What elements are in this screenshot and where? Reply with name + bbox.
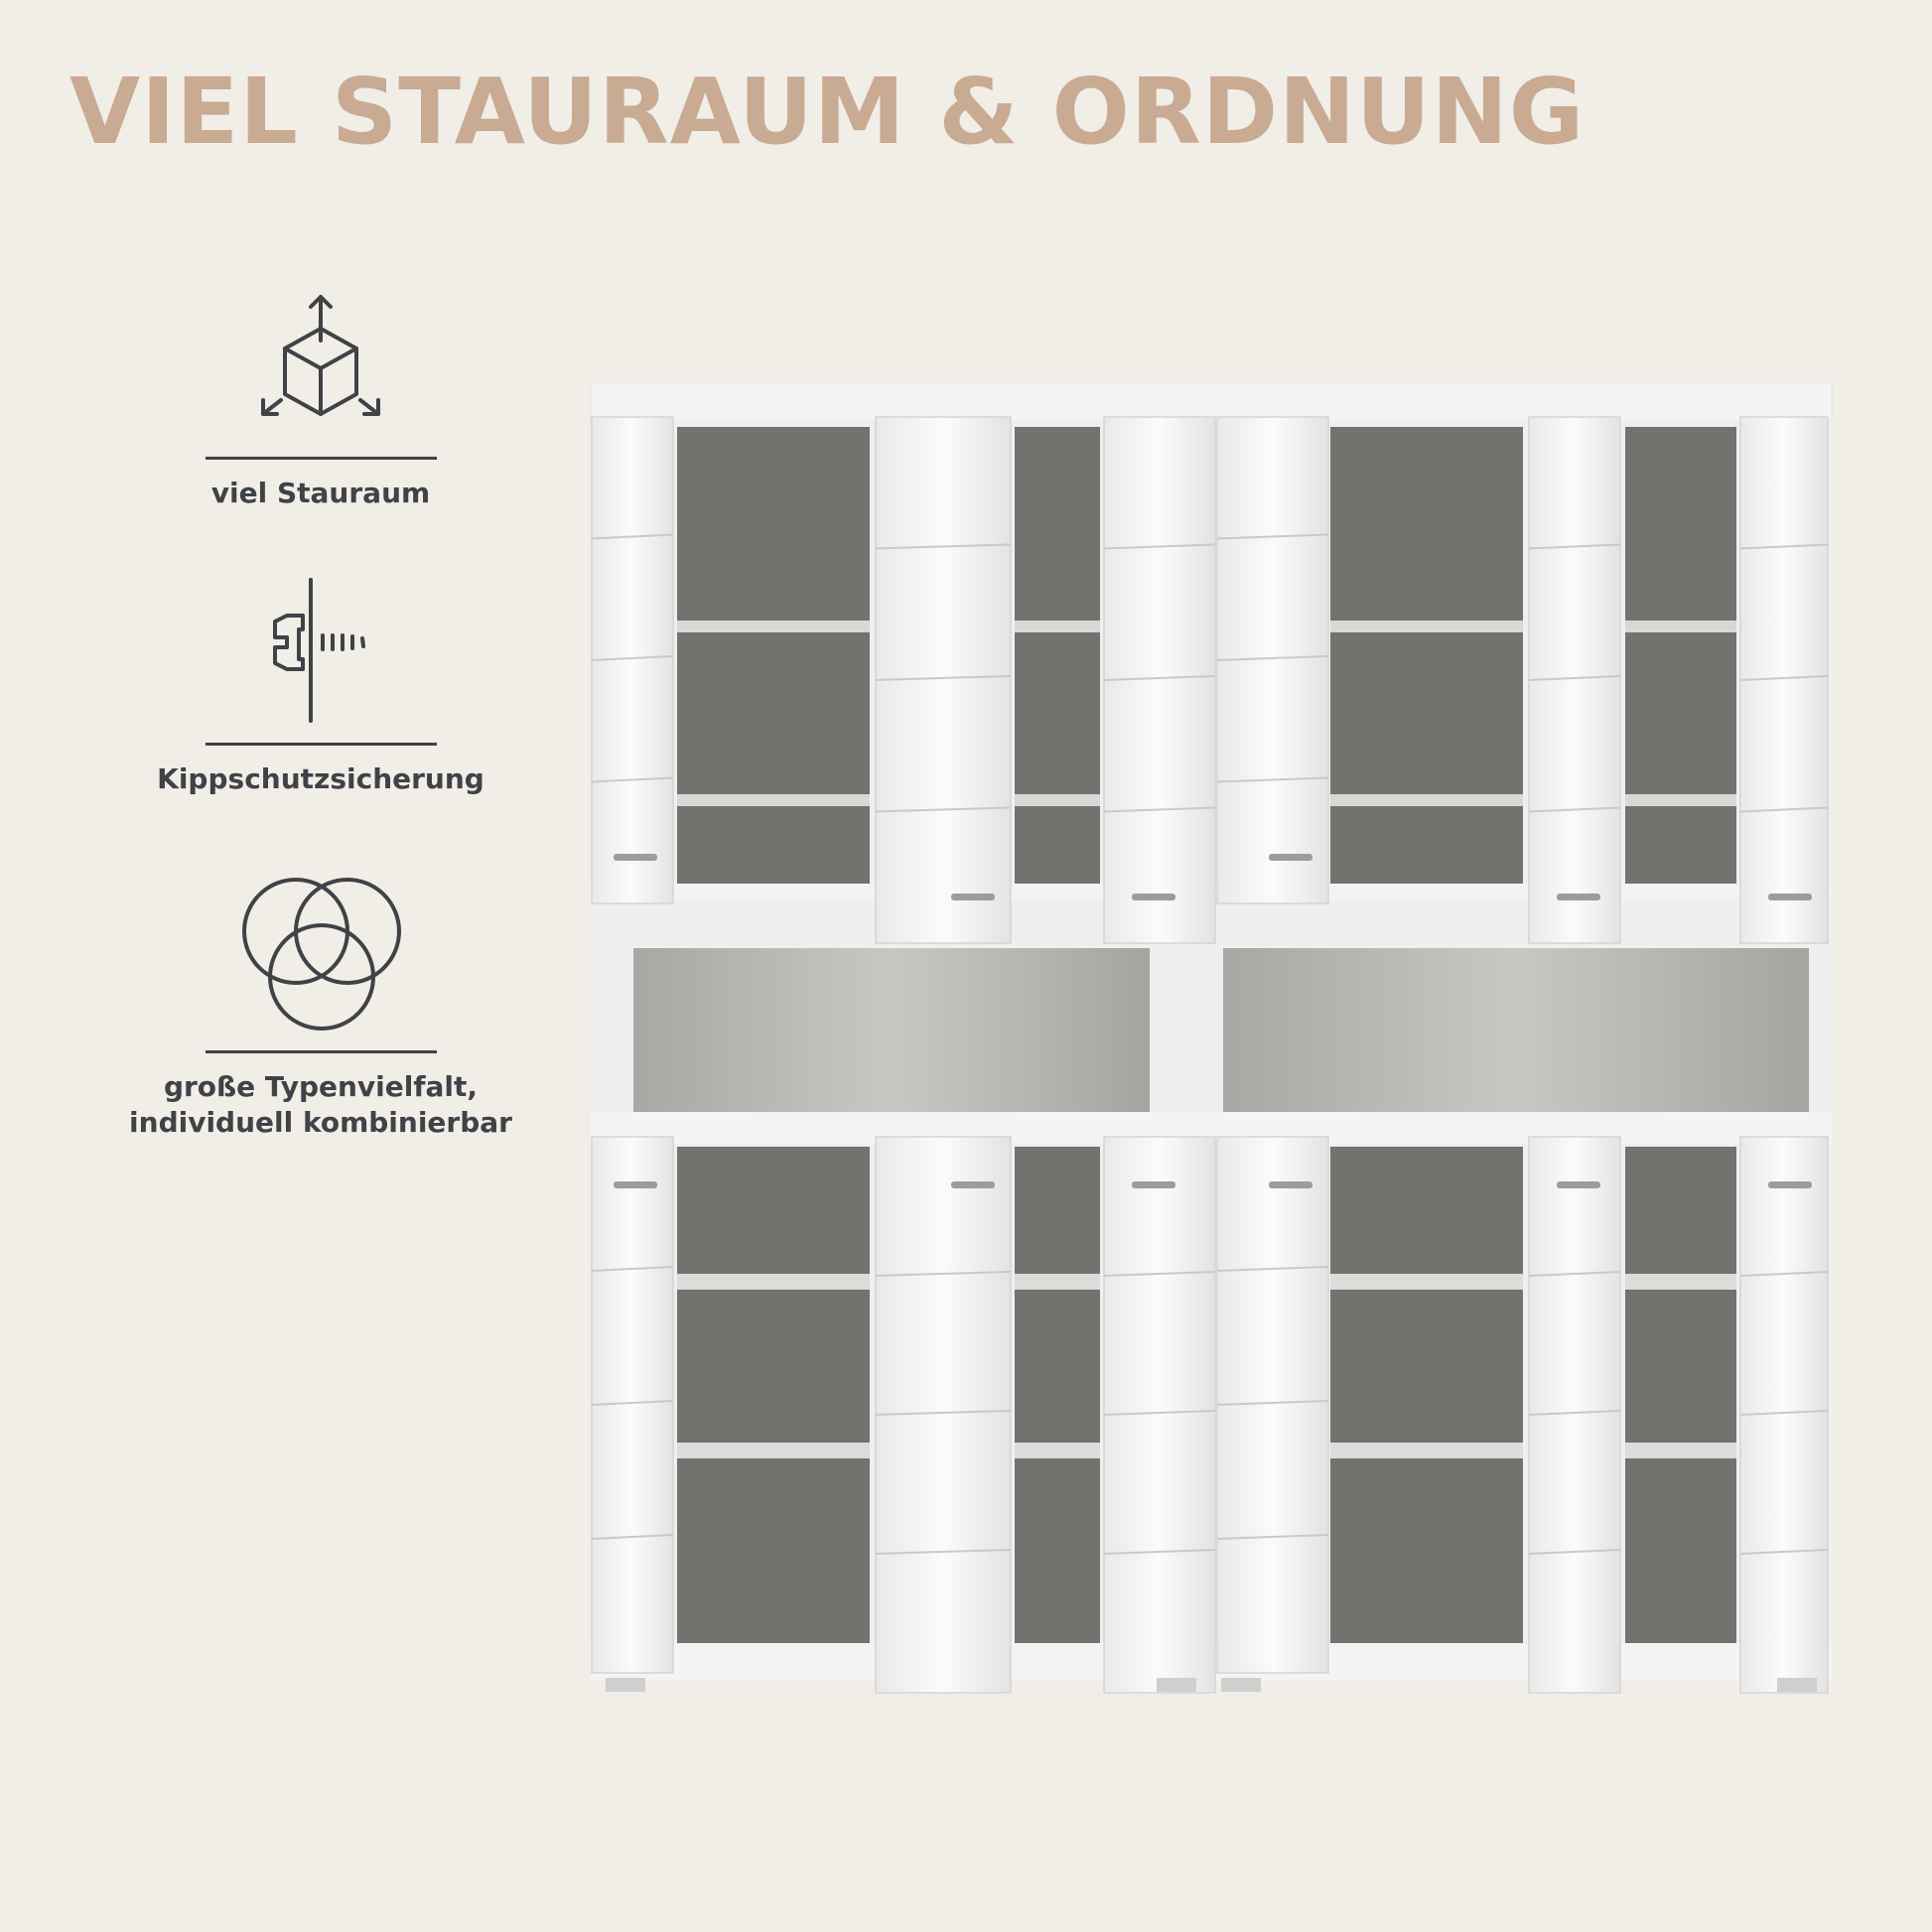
feature-divider xyxy=(205,1050,437,1053)
cabinet-shelf xyxy=(677,1443,870,1458)
feature-label: viel Stauraum xyxy=(210,477,431,509)
feature-divider xyxy=(205,743,437,746)
door-handle xyxy=(1132,894,1175,900)
door-handle xyxy=(1269,854,1312,861)
cabinet-shelf xyxy=(1015,1274,1100,1290)
door-handle xyxy=(1768,894,1812,900)
door-handle xyxy=(1557,894,1600,900)
door-groove xyxy=(591,655,674,661)
door-groove xyxy=(1103,806,1216,813)
cabinet-top-plate xyxy=(590,382,1833,423)
door-groove xyxy=(1216,1400,1329,1406)
feature-storage: viel Stauraum xyxy=(119,293,522,511)
door-groove xyxy=(875,675,1012,681)
open-niche xyxy=(633,948,1150,1127)
cabinet-shelf xyxy=(1625,1443,1736,1458)
cabinet-shelf xyxy=(677,794,870,806)
door-groove xyxy=(1528,806,1621,813)
door-handle xyxy=(1269,1181,1312,1188)
door-handle xyxy=(951,894,995,900)
cabinet-shelf xyxy=(1330,1443,1523,1458)
open-niche xyxy=(1223,948,1809,1127)
cabinet-compartment xyxy=(1625,427,1736,884)
cabinet-foot xyxy=(1777,1678,1817,1692)
door-handle xyxy=(614,854,657,861)
door-groove xyxy=(1216,533,1329,540)
cabinet-shelf xyxy=(677,621,870,632)
door-groove xyxy=(591,533,674,540)
door-groove xyxy=(1103,675,1216,681)
door-groove xyxy=(591,776,674,783)
door-groove xyxy=(875,806,1012,813)
door-groove xyxy=(591,1266,674,1272)
door-groove xyxy=(875,1410,1012,1416)
door-groove xyxy=(875,1271,1012,1277)
door-groove xyxy=(1103,1549,1216,1555)
door-groove xyxy=(1528,1271,1621,1277)
door-handle xyxy=(1557,1181,1600,1188)
cabinet-compartment xyxy=(677,1147,870,1643)
door-handle xyxy=(1768,1181,1812,1188)
feature-divider xyxy=(205,457,437,460)
cabinet-compartment xyxy=(677,427,870,884)
door-groove xyxy=(1528,675,1621,681)
cabinet-shelf xyxy=(1625,1274,1736,1290)
page-title: VIEL STAURAUM & ORDNUNG xyxy=(69,59,1586,165)
door-groove xyxy=(1528,1549,1621,1555)
door-groove xyxy=(1216,1534,1329,1540)
door-groove xyxy=(1528,1410,1621,1416)
door-groove xyxy=(1528,543,1621,550)
cabinet-foot xyxy=(606,1678,645,1692)
door-groove xyxy=(875,1549,1012,1555)
door-groove xyxy=(1103,543,1216,550)
feature-variety: große Typenvielfalt, individuell kombini… xyxy=(119,872,522,1141)
cabinet-shelf xyxy=(1625,621,1736,632)
cabinet-shelf xyxy=(1330,621,1523,632)
door-groove xyxy=(591,1534,674,1540)
cabinet-compartment xyxy=(1330,427,1523,884)
door-groove xyxy=(1739,675,1829,681)
door-handle xyxy=(951,1181,995,1188)
door-groove xyxy=(1103,1410,1216,1416)
wall-anchor-icon xyxy=(119,576,522,743)
door-groove xyxy=(1739,1410,1829,1416)
door-groove xyxy=(1216,655,1329,661)
cabinet-shelf xyxy=(1625,794,1736,806)
cube-dimensions-icon xyxy=(119,293,522,457)
cabinet-product-image xyxy=(586,382,1837,1698)
feature-label: Kippschutzsicherung xyxy=(157,762,484,795)
venn-circles-icon xyxy=(119,872,522,1050)
cabinet-shelf xyxy=(1015,621,1100,632)
door-groove xyxy=(875,543,1012,550)
feature-label: große Typenvielfalt, individuell kombini… xyxy=(129,1070,512,1139)
cabinet-foot xyxy=(1157,1678,1196,1692)
door-groove xyxy=(591,1400,674,1406)
cabinet-shelf xyxy=(1015,794,1100,806)
feature-tip-protection: Kippschutzsicherung xyxy=(119,576,522,797)
door-groove xyxy=(1739,1271,1829,1277)
cabinet-shelf xyxy=(1330,794,1523,806)
door-handle xyxy=(614,1181,657,1188)
cabinet-compartment xyxy=(1330,1147,1523,1643)
cabinet-shelf xyxy=(677,1274,870,1290)
cabinet-foot xyxy=(1221,1678,1261,1692)
door-groove xyxy=(1216,776,1329,783)
door-handle xyxy=(1132,1181,1175,1188)
cabinet-compartment xyxy=(1625,1147,1736,1643)
cabinet-shelf xyxy=(1330,1274,1523,1290)
cabinet-shelf xyxy=(1015,1443,1100,1458)
door-groove xyxy=(1103,1271,1216,1277)
door-groove xyxy=(1216,1266,1329,1272)
door-groove xyxy=(1739,1549,1829,1555)
door-groove xyxy=(1739,543,1829,550)
cabinet-compartment xyxy=(1015,427,1100,884)
door-groove xyxy=(1739,806,1829,813)
cabinet-compartment xyxy=(1015,1147,1100,1643)
